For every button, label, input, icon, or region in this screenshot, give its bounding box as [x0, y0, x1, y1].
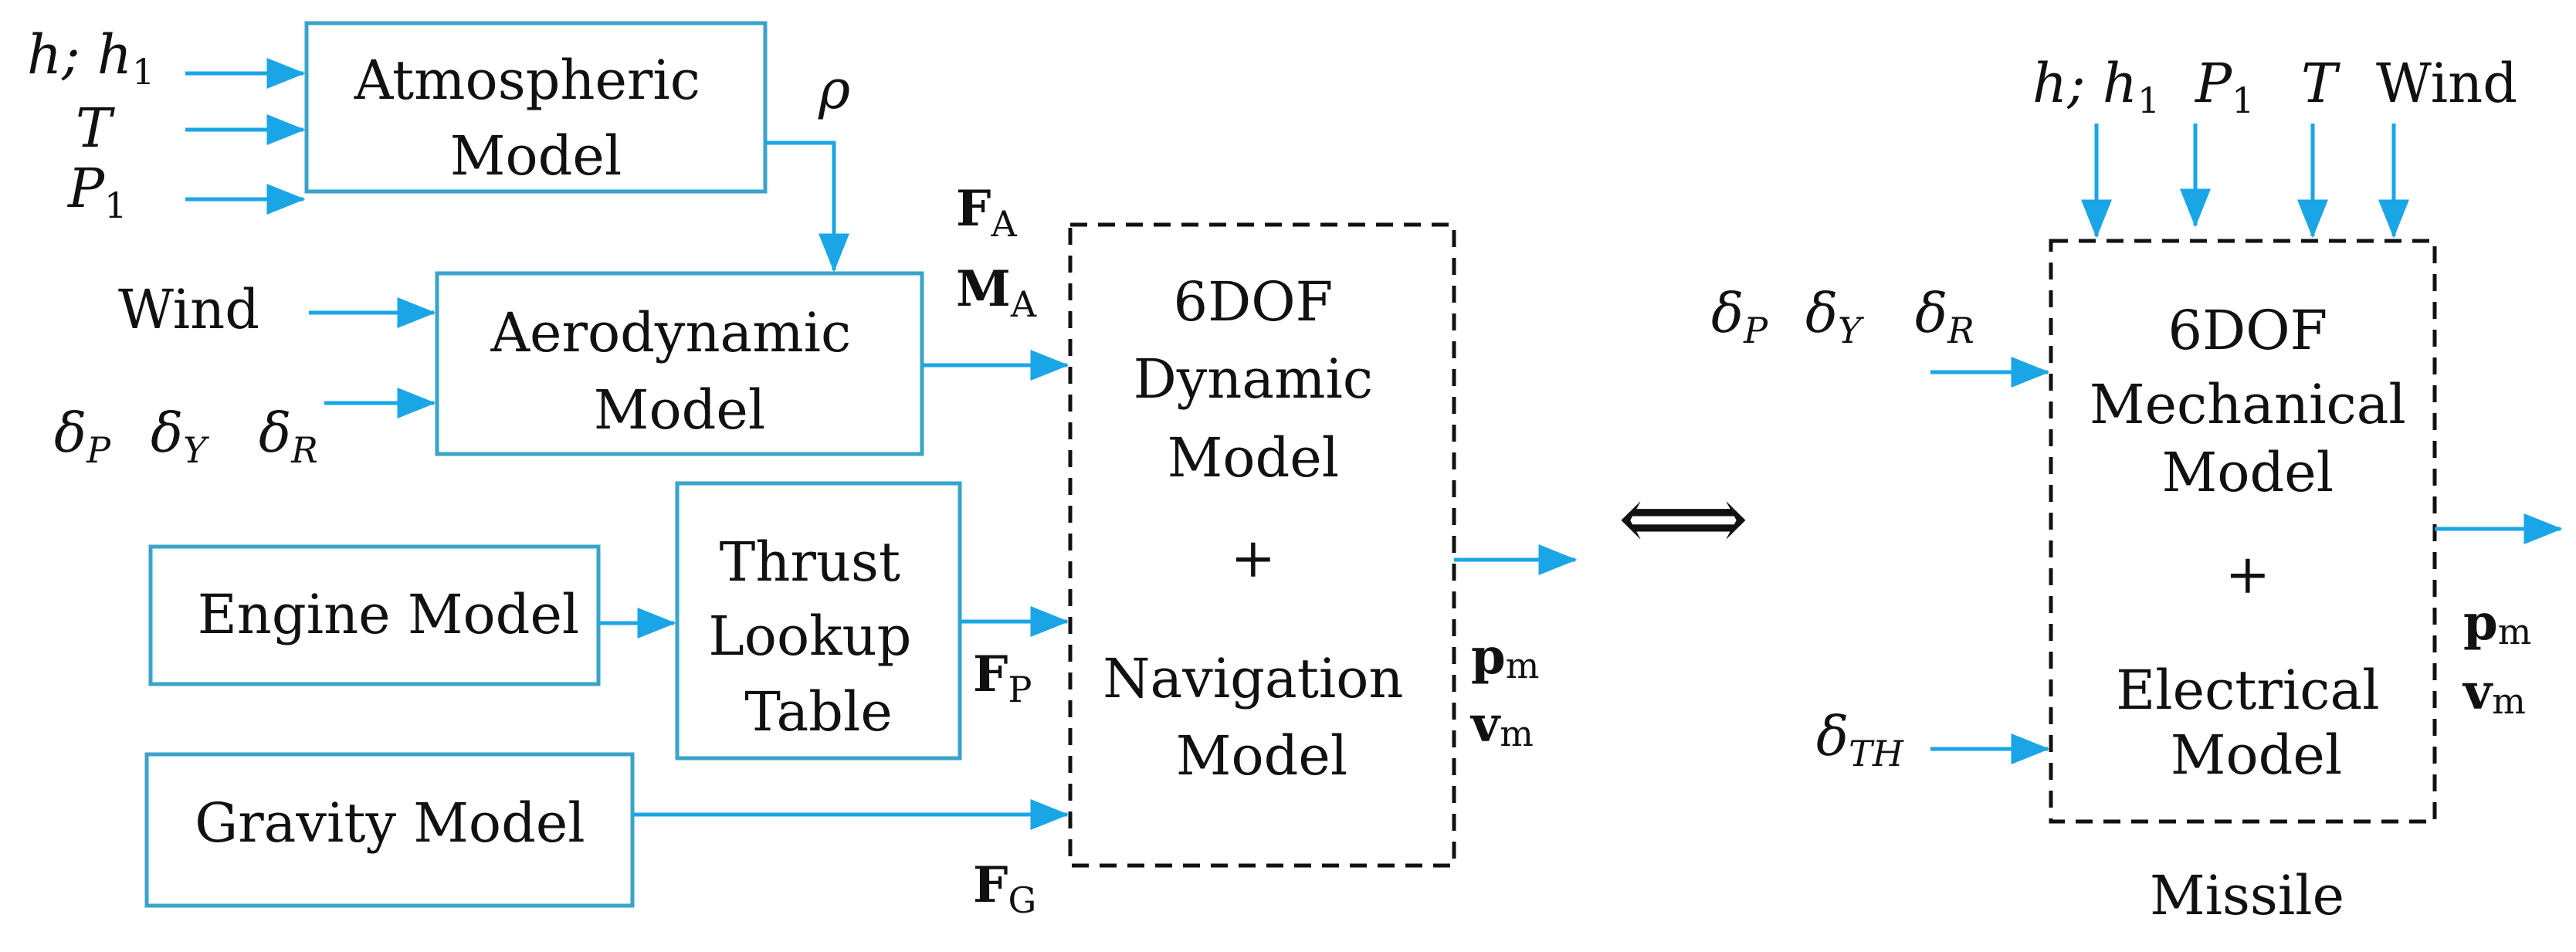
- fa-signal-label: FA: [956, 180, 1017, 245]
- vm-output-label: vm: [1469, 696, 1534, 754]
- input-delta-r-label: δR: [259, 401, 318, 471]
- sixdof-dynamic-navigation-label: 6DOF Dynamic Model + Navigation Model: [1103, 270, 1420, 788]
- input-p1-label: P1: [66, 157, 127, 226]
- engine-model-label: Engine Model: [198, 583, 580, 646]
- right-vm-output-label: vm: [2462, 663, 2526, 722]
- input-t-label: T: [76, 97, 115, 160]
- rho-signal-label: ρ: [818, 58, 850, 121]
- missile-model-label: 6DOF Mechanical Model + Electrical Model: [2090, 299, 2423, 787]
- ma-signal-label: MA: [956, 260, 1037, 325]
- engine-model-block: [148, 544, 601, 686]
- input-delta-p-label: δP: [54, 401, 111, 471]
- right-input-delta-p-label: δP: [1711, 282, 1768, 351]
- right-input-p1-label: P1: [2194, 52, 2254, 121]
- atmospheric-model-label: Atmospheric Model: [354, 49, 718, 188]
- sixdof-dynamic-navigation-block: [1068, 222, 1456, 868]
- missile-model-block: [2049, 239, 2437, 824]
- input-delta-y-label: δY: [151, 401, 210, 471]
- fg-signal-label: FG: [973, 856, 1036, 921]
- equivalence-symbol: ⟺: [1618, 465, 1748, 571]
- thrust-lookup-table-label: Thrust Lookup Table: [708, 530, 928, 744]
- atmospheric-model-block: [304, 21, 768, 194]
- right-input-delta-r-label: δR: [1915, 282, 1974, 351]
- gravity-model-label: Gravity Model: [195, 791, 585, 855]
- right-input-wind-label: Wind: [2376, 52, 2517, 115]
- missile-caption: Missile: [2150, 864, 2344, 927]
- right-input-h-h1-label: h; h1: [2032, 52, 2160, 121]
- right-pm-output-label: pm: [2463, 594, 2531, 652]
- right-input-delta-th-label: δTH: [1816, 705, 1904, 774]
- right-input-delta-y-label: δY: [1805, 282, 1865, 351]
- input-h-h1-label: h; h1: [27, 23, 154, 93]
- input-wind-label: Wind: [118, 278, 259, 341]
- rho-arrow: [765, 141, 849, 273]
- thrust-lookup-table-block: [675, 481, 962, 761]
- aerodynamic-model-label: Aerodynamic Model: [490, 301, 869, 442]
- pm-output-label: pm: [1471, 628, 1539, 686]
- gravity-model-block: [144, 752, 635, 908]
- right-input-t-label: T: [2301, 52, 2340, 115]
- fp-signal-label: FP: [973, 645, 1032, 710]
